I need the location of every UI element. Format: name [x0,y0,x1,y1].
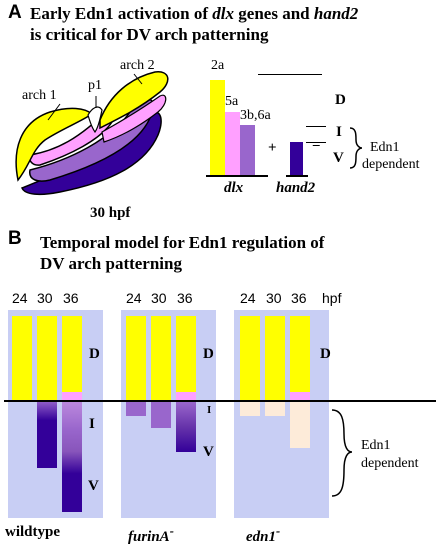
genotype-furinA-text: furinA [128,529,170,545]
panel-a-i-label: I [336,124,342,140]
dlx-3b-6a-bar [240,125,255,175]
edn1-24-tan [240,400,260,416]
edn1-30-tan [265,400,285,416]
edn1-30-dorsal [265,316,285,400]
genotype-furinA-superscript: - [169,524,174,538]
wt-i-label: I [89,416,95,432]
furin-36-dorsal [176,316,196,392]
equals-sign: = [312,137,321,153]
arch-2-pink [101,94,167,143]
edn1-time-24: 24 [240,290,256,306]
edn1-d-label: D [320,346,331,362]
dlx-label: dlx [224,180,244,196]
furin-time-24: 24 [126,290,142,306]
arch-2-label: arch 2 [120,58,155,73]
iv-boundary-line [306,142,326,143]
hpf-label: hpf [322,290,342,306]
wt-time-24: 24 [12,290,28,306]
p1-label: p1 [88,78,102,93]
panel-a-d-label: D [335,92,346,108]
panel-a-v-label: V [333,150,344,166]
dlx-baseline [206,175,268,177]
edn1-36-pink [290,392,310,402]
panel-a-dependent-label: dependent [362,157,420,172]
furin-24-dorsal [126,316,146,400]
edn1-24-dorsal [240,316,260,400]
d-boundary-line [258,74,322,75]
furin-30-intermediate [151,400,171,428]
wt-30-dorsal [37,316,57,400]
edn1-36-tan [290,402,310,448]
furin-v-label: V [203,444,214,460]
bar-label-3b-6a: 3b,6a [240,108,271,123]
i-boundary-line [306,126,326,127]
panel-b-edn1-label: Edn1 [361,438,391,453]
pouch-cleft [87,106,103,134]
wt-time-36: 36 [63,290,79,306]
panel-b-title: Temporal model for Edn1 regulation of DV… [40,232,430,274]
furin-d-label: D [203,346,214,362]
genotype-edn1-text: edn1 [246,529,276,545]
panel-b-dependent-label: dependent [361,456,419,471]
bar-label-2a: 2a [211,58,225,73]
furin-30-dorsal [151,316,171,400]
wt-30-ventral [37,400,57,468]
wt-36-ventral [62,402,82,512]
hand2-label: hand2 [276,180,316,196]
panel-b-title-line2: DV arch patterning [40,254,182,273]
genotype-wildtype: wildtype [5,524,61,540]
panel-b-title-line1: Temporal model for Edn1 regulation of [40,233,325,252]
arch-1-label: arch 1 [22,88,57,103]
genotype-edn1: edn1- [246,524,280,546]
dv-boundary-line [4,400,436,402]
panel-a-letter: A [8,2,22,23]
wt-v-label: V [88,478,99,494]
panel-a-title: Early Edn1 activation of dlx genes and h… [30,3,430,45]
panel-a-edn1-label: Edn1 [370,140,400,155]
edn1-36-dorsal [290,316,310,392]
panel-b-letter: B [8,228,22,249]
genotype-edn1-superscript: - [276,524,281,538]
wt-36-dorsal [62,316,82,392]
genotype-furinA: furinA- [128,524,174,546]
arch-2-yellow [99,71,169,130]
furin-36-ventral [176,402,196,452]
furin-i-label: I [207,404,212,416]
edn1-time-30: 30 [266,290,282,306]
wt-d-label: D [89,346,100,362]
hand2-baseline [286,175,308,177]
hand2-bar [290,142,303,175]
stage-label: 30 hpf [90,205,131,221]
bar-label-5a: 5a [225,94,239,109]
wt-36-pink [62,392,82,402]
wt-24-dorsal [12,316,32,400]
dlx-2a-bar [210,80,225,175]
furin-36-pink [176,392,196,402]
plus-sign: + [268,140,277,156]
furin-time-30: 30 [151,290,167,306]
furin-24-intermediate [126,400,146,416]
panel-a-title-line1: Early Edn1 activation of dlx genes and h… [30,4,359,23]
wt-time-30: 30 [37,290,53,306]
edn1-time-36: 36 [291,290,307,306]
panel-a-title-line2: is critical for DV arch patterning [30,25,269,44]
furin-time-36: 36 [177,290,193,306]
dlx-5a-bar [225,112,240,175]
